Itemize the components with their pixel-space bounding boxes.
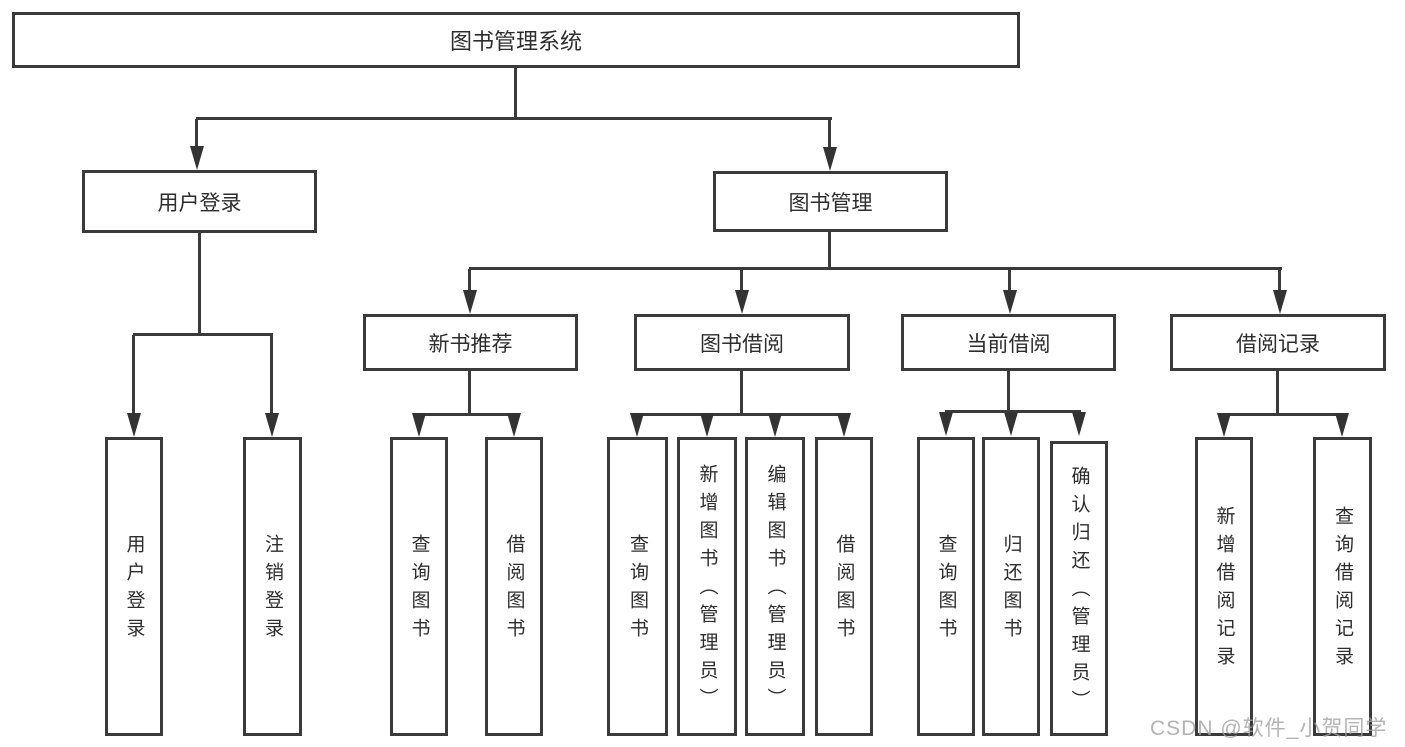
edge-user-login-stem (198, 233, 201, 335)
node-leaf-return-book: 归还图书 (982, 437, 1040, 736)
arrowhead-icon (630, 413, 644, 437)
edge-to-user-login-stem (195, 119, 198, 160)
edge-new-books-branch (418, 413, 516, 416)
node-leaf-edit-book-admin: 编辑图书（管理员） (745, 437, 805, 736)
edge-to-records-stem (1278, 269, 1281, 294)
arrowhead-icon (507, 413, 521, 437)
edge-to-current-stem (1008, 269, 1011, 294)
arrowhead-icon (837, 413, 851, 437)
node-leaf-logout: 注销登录 (243, 437, 302, 736)
node-leaf-confirm-return-admin: 确认归还（管理员） (1050, 441, 1108, 736)
node-borrowing-records: 借阅记录 (1170, 314, 1386, 371)
arrowhead-icon (1072, 412, 1086, 436)
arrowhead-new-books-icon (463, 290, 477, 314)
node-current-borrowing: 当前借阅 (901, 314, 1116, 371)
edge-root-stem (514, 68, 517, 119)
node-user-login: 用户登录 (82, 170, 317, 233)
edge-root-branch (196, 117, 832, 120)
edge-records-stem (1276, 371, 1279, 416)
edge-to-logout-stem (270, 335, 273, 417)
edge-book-mgmt-stem (828, 232, 831, 270)
node-root-library-system: 图书管理系统 (12, 12, 1020, 68)
arrowhead-current-icon (1003, 290, 1017, 314)
edge-current-branch (945, 410, 1081, 413)
node-leaf-query-books-1: 查询图书 (390, 437, 448, 736)
node-leaf-add-book-admin: 新增图书（管理员） (677, 437, 737, 736)
edge-new-books-stem (468, 371, 471, 416)
edge-current-stem (1007, 371, 1010, 413)
arrowhead-icon (768, 413, 782, 437)
arrowhead-borrowing-icon (735, 290, 749, 314)
arrowhead-logout-icon (265, 413, 279, 437)
edge-user-login-branch (133, 333, 273, 336)
arrowhead-book-mgmt-icon (823, 147, 837, 171)
edge-borrowing-branch (636, 413, 846, 416)
node-leaf-borrow-books-1: 借阅图书 (485, 437, 543, 736)
edge-to-borrowing-stem (740, 269, 743, 294)
arrowhead-icon (1217, 413, 1231, 437)
node-leaf-user-login: 用户登录 (105, 437, 163, 736)
edge-to-new-books-stem (468, 269, 471, 294)
csdn-watermark: CSDN @软件_小贺同学 (1150, 717, 1388, 740)
node-leaf-query-books-2: 查询图书 (607, 437, 668, 736)
arrowhead-login-icon (127, 413, 141, 437)
arrowhead-icon (939, 412, 953, 436)
node-leaf-add-borrow-record: 新增借阅记录 (1195, 437, 1253, 736)
arrowhead-user-login-icon (190, 146, 204, 170)
arrowhead-icon (412, 413, 426, 437)
arrowhead-icon (700, 413, 714, 437)
node-new-book-recommend: 新书推荐 (363, 314, 578, 371)
arrowhead-records-icon (1273, 290, 1287, 314)
arrowhead-icon (1335, 413, 1349, 437)
edge-book-mgmt-branch (469, 267, 1282, 270)
node-leaf-query-books-3: 查询图书 (917, 437, 975, 736)
node-book-management: 图书管理 (713, 171, 948, 232)
edge-to-login-stem (132, 335, 135, 417)
arrowhead-icon (1004, 412, 1018, 436)
node-book-borrowing: 图书借阅 (634, 314, 850, 371)
edge-to-book-mgmt-stem (828, 119, 831, 160)
node-leaf-borrow-books-2: 借阅图书 (815, 437, 873, 736)
edge-borrowing-stem (740, 371, 743, 416)
edge-records-branch (1223, 413, 1344, 416)
node-leaf-query-borrow-record: 查询借阅记录 (1313, 437, 1372, 736)
